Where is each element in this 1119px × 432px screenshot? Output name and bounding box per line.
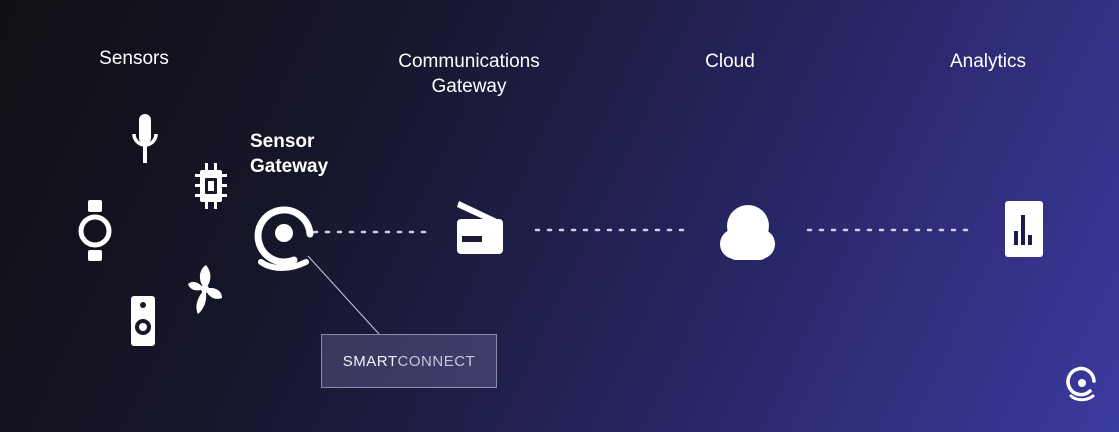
stage-label-communications-gateway: Communications Gateway	[398, 51, 540, 97]
router-icon	[457, 201, 503, 254]
speaker-icon	[131, 296, 155, 346]
stage-label-sensors: Sensors	[99, 48, 169, 69]
smartconnect-text-connect: CONNECT	[397, 352, 476, 370]
watch-icon	[78, 200, 112, 261]
bar-chart-icon	[1005, 201, 1043, 257]
sensor-gateway-label: Sensor Gateway	[250, 131, 329, 177]
brand-logo-icon	[1066, 366, 1096, 402]
cloud-icon	[720, 205, 775, 260]
fan-icon	[188, 265, 222, 314]
chip-icon	[195, 163, 227, 209]
stage-label-cloud: Cloud	[705, 51, 755, 72]
microphone-icon	[132, 114, 158, 163]
smartconnect-text-smart: SMART	[342, 352, 398, 370]
callout-line	[307, 255, 380, 335]
stage-label-analytics: Analytics	[949, 51, 1027, 72]
smartconnect-logo-icon	[254, 206, 314, 271]
